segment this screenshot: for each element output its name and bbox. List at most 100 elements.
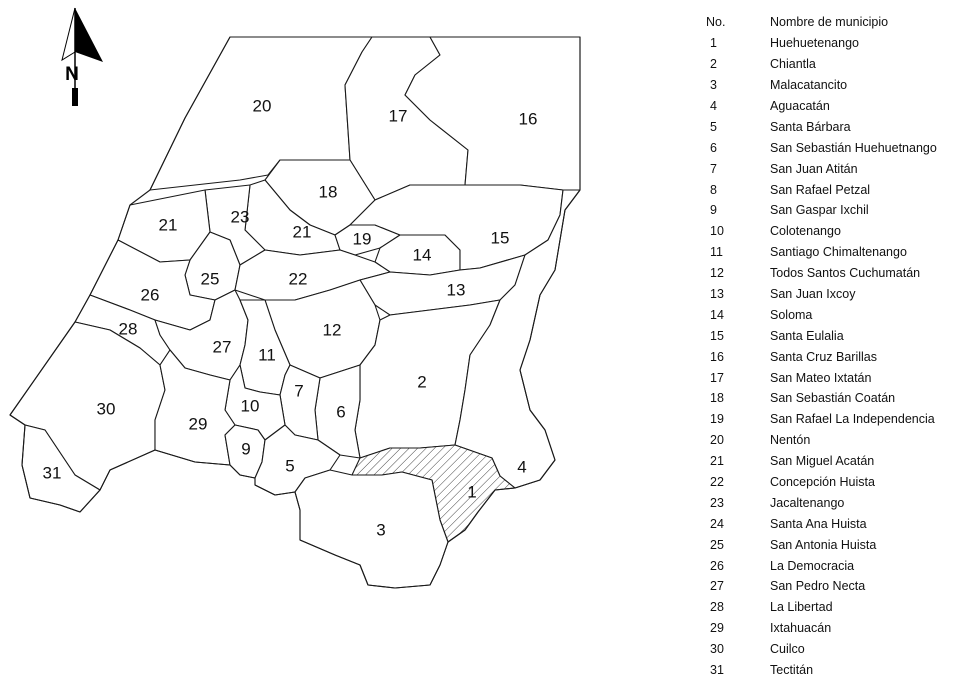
- region-label: 31: [43, 463, 62, 482]
- legend-row-no: 21: [710, 454, 724, 469]
- region-label: 7: [294, 381, 303, 400]
- legend-row: 13 San Juan Ixcoy: [700, 284, 978, 305]
- legend-row: 30 Cuilco: [700, 639, 978, 660]
- legend-row: 16 Santa Cruz Barillas: [700, 346, 978, 367]
- regions: [9, 36, 581, 589]
- region-label: 27: [213, 337, 232, 356]
- legend-row-name: Chiantla: [770, 57, 816, 72]
- region-label: 17: [389, 106, 408, 125]
- legend-row: 7 San Juan Atitán: [700, 158, 978, 179]
- legend-row: 3 Malacatancito: [700, 75, 978, 96]
- legend-row-name: San Antonia Huista: [770, 537, 877, 552]
- region-label: 22: [289, 269, 308, 288]
- legend-row-name: San Juan Ixcoy: [770, 287, 856, 302]
- legend-row-no: 9: [710, 203, 717, 218]
- legend-row-no: 23: [710, 495, 724, 510]
- legend-row-name: Santiago Chimaltenango: [770, 245, 907, 260]
- legend-row: 23 Jacaltenango: [700, 492, 978, 513]
- region-label: 19: [353, 229, 372, 248]
- legend-row-no: 29: [710, 621, 724, 636]
- legend-row-no: 13: [710, 287, 724, 302]
- region-label: 10: [241, 396, 260, 415]
- legend-row: 5 Santa Bárbara: [700, 116, 978, 137]
- region-label: 29: [189, 414, 208, 433]
- region-label: 20: [253, 96, 272, 115]
- region-label: 26: [141, 285, 160, 304]
- legend-row-no: 17: [710, 370, 724, 385]
- legend-row: 9 San Gaspar Ixchil: [700, 200, 978, 221]
- legend-row-no: 24: [710, 516, 724, 531]
- legend-row: 25 San Antonia Huista: [700, 534, 978, 555]
- region-label: 30: [97, 399, 116, 418]
- north-arrow-icon: [75, 8, 103, 62]
- legend-row-name: San Rafael Petzal: [770, 182, 871, 197]
- legend-row-no: 3: [710, 78, 717, 93]
- legend-row: 10 Colotenango: [700, 221, 978, 242]
- legend-row-name: Colotenango: [770, 224, 841, 239]
- legend-row-no: 7: [710, 161, 717, 176]
- region-3[interactable]: [294, 469, 449, 589]
- legend-row-name: Cuilco: [770, 642, 805, 657]
- legend-row-name: Santa Cruz Barillas: [770, 349, 877, 364]
- legend-row-no: 6: [710, 140, 717, 155]
- legend-row-name: Santa Ana Huista: [770, 516, 867, 531]
- legend-row-no: 4: [710, 99, 717, 113]
- legend-row-name: San Sebastián Huehuetnango: [770, 140, 937, 155]
- legend-row-no: 14: [710, 307, 724, 322]
- region-label: 3: [376, 520, 385, 539]
- legend-row: 11 Santiago Chimaltenango: [700, 242, 978, 263]
- legend-row-name: Soloma: [770, 307, 813, 322]
- legend-row-name: Aguacatán: [770, 99, 830, 113]
- legend-row-no: 27: [710, 579, 724, 594]
- legend-row: 4 Aguacatán: [700, 96, 978, 117]
- legend-header: No. Nombre de municipio: [700, 12, 978, 33]
- region-label: 1: [467, 482, 476, 501]
- north-arrow-outline: [61, 7, 76, 62]
- region-label: 14: [413, 245, 432, 264]
- legend-row-no: 16: [710, 349, 724, 364]
- municipality-map: N: [9, 7, 581, 589]
- legend-row-no: 1: [710, 36, 717, 51]
- legend-header-no: No.: [706, 15, 726, 30]
- region-label: 2: [417, 372, 426, 391]
- legend-row-name: Concepción Huista: [770, 475, 875, 490]
- region-label: 12: [323, 320, 342, 339]
- legend-row-name: Jacaltenango: [770, 495, 845, 510]
- legend-row-name: Malacatancito: [770, 78, 848, 93]
- legend-row-no: 5: [710, 119, 717, 134]
- legend-row: 27 San Pedro Necta: [700, 576, 978, 597]
- legend-row-no: 11: [710, 245, 723, 260]
- legend-row-no: 25: [710, 537, 724, 552]
- legend-row-name: Huehuetenango: [770, 36, 859, 51]
- region-label: 25: [201, 269, 220, 288]
- legend-row: 24 Santa Ana Huista: [700, 513, 978, 534]
- legend-row-name: San Juan Atitán: [770, 161, 858, 176]
- region-label: 21: [159, 215, 178, 234]
- legend-row: 22 Concepción Huista: [700, 472, 978, 493]
- region-label: 18: [319, 182, 338, 201]
- legend-row-no: 10: [710, 224, 724, 239]
- legend-row-name: San Pedro Necta: [770, 579, 866, 594]
- region-label: 15: [491, 228, 510, 247]
- region-label: 5: [285, 456, 294, 475]
- legend-row-name: San Gaspar Ixchil: [770, 203, 869, 218]
- legend-row-no: 22: [710, 475, 724, 490]
- legend-row-no: 30: [710, 642, 724, 657]
- region-label: 11: [258, 345, 276, 364]
- legend-row-name: La Libertad: [770, 600, 833, 615]
- legend-row-name: San Sebastián Coatán: [770, 391, 896, 406]
- legend-row-name: La Democracia: [770, 558, 855, 573]
- legend-row-name: Santa Bárbara: [770, 119, 851, 134]
